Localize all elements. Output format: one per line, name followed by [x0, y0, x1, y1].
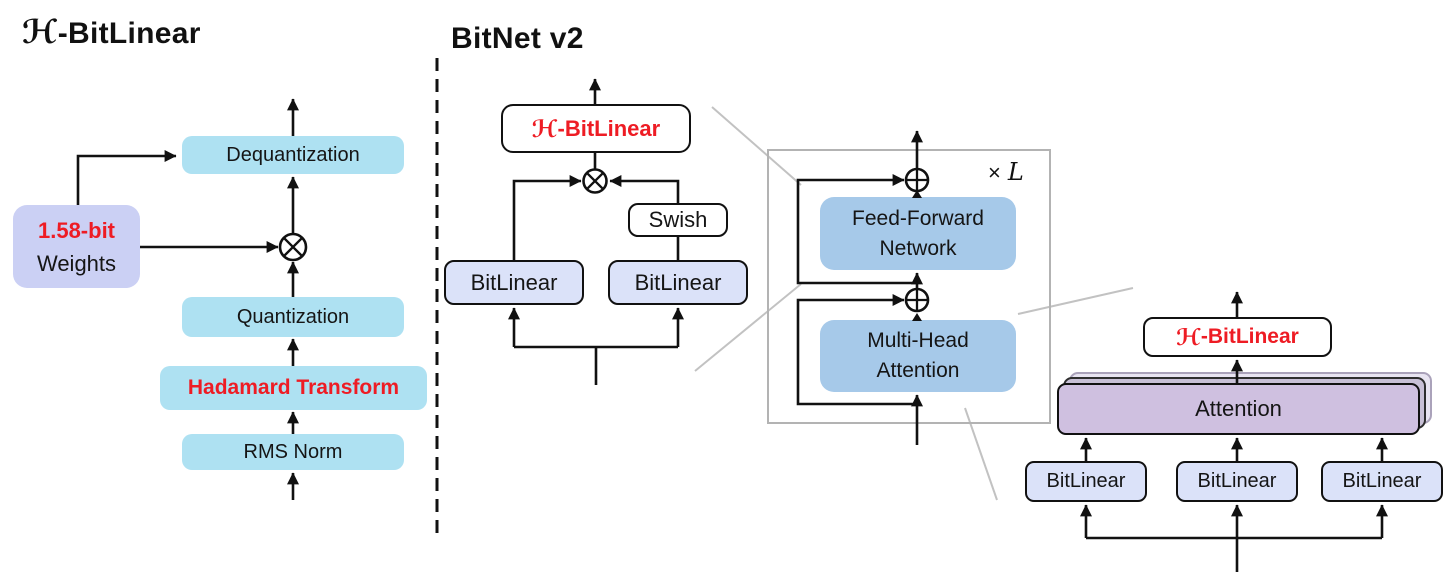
mha-label-line2: Attention — [876, 359, 960, 382]
arrow-swish-to-otimes — [609, 175, 680, 203]
bitlinear-box-k: BitLinear — [1176, 461, 1298, 502]
h-bitlinear-box-bitnet: ℋ-BitLinear — [501, 104, 691, 153]
left-panel-title: ℋ-BitLinear — [22, 12, 201, 51]
callout-line-mha-top — [1017, 287, 1134, 315]
script-h-glyph: ℋ — [22, 12, 58, 51]
otimes-operator-bitnet — [582, 168, 608, 194]
otimes-operator-left — [278, 232, 308, 262]
weights-box: 1.58-bit Weights — [13, 205, 140, 288]
callout-line-mha-bottom — [964, 407, 998, 501]
transformer-arrows — [796, 130, 923, 445]
ffn-label-line1: Feed-Forward — [852, 206, 984, 230]
quantization-box: Quantization — [182, 297, 404, 337]
attention-box: Attention — [1057, 383, 1420, 435]
h-bitlinear-box-attention: ℋ-BitLinear — [1143, 317, 1332, 357]
script-h-glyph: ℋ — [531, 114, 558, 143]
dequantization-box: Dequantization — [182, 136, 404, 174]
bitnet-panel-title: BitNet v2 — [451, 22, 584, 55]
hadamard-transform-box: Hadamard Transform — [160, 366, 427, 410]
bitlinear-box-left: BitLinear — [444, 260, 584, 305]
oplus-operator-top — [904, 167, 930, 193]
h-bitlinear-label: -BitLinear — [1200, 325, 1299, 348]
rms-norm-box: RMS Norm — [182, 434, 404, 470]
arrow-weights-to-dequant — [76, 150, 177, 205]
multi-head-attention-box: Multi-Head Attention — [820, 320, 1016, 392]
arrow-bitlinear-left-to-otimes — [512, 175, 582, 260]
feed-forward-network-box: Feed-Forward Network — [820, 197, 1016, 270]
ffn-label-line2: Network — [879, 236, 957, 260]
left-panel-title-rest: -BitLinear — [57, 17, 201, 50]
swish-box: Swish — [628, 203, 728, 237]
bitlinear-box-v: BitLinear — [1321, 461, 1443, 502]
weights-word-label: Weights — [36, 250, 117, 276]
repeat-l-times-label: ×L — [988, 158, 1024, 186]
oplus-operator-bottom — [904, 287, 930, 313]
bitlinear-box-q: BitLinear — [1025, 461, 1147, 502]
times-symbol: × — [988, 160, 1001, 185]
line-bitnet-input-stem — [514, 345, 678, 385]
bitlinear-box-right: BitLinear — [608, 260, 748, 305]
callout-lines — [694, 106, 1134, 501]
h-bitlinear-label: -BitLinear — [557, 115, 661, 141]
mha-label-line1: Multi-Head — [867, 329, 969, 352]
weights-bits-label: 1.58-bit — [37, 217, 116, 243]
layers-variable: L — [1007, 158, 1024, 186]
callout-line-ffn-top — [711, 106, 802, 186]
script-h-glyph: ℋ — [1176, 323, 1201, 351]
